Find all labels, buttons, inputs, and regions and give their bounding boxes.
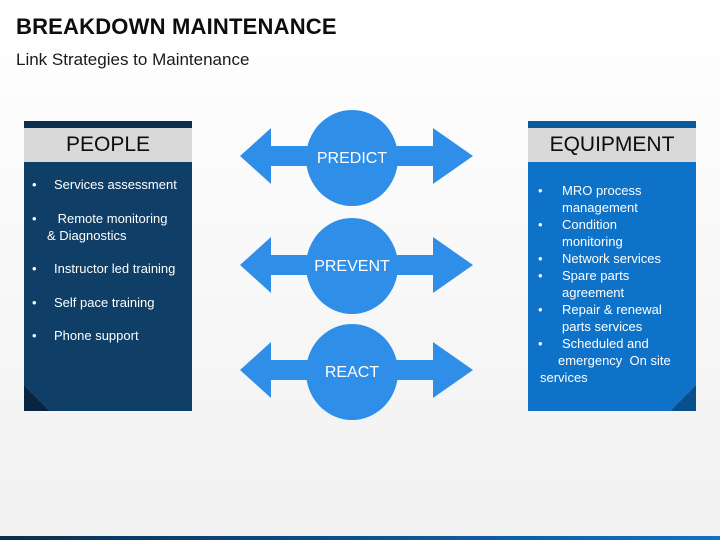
bullet-icon: • [32,261,37,276]
equipment-item-text: agreement [562,285,625,300]
equipment-item-text: Spare parts [562,268,630,283]
people-item-text: & Diagnostics [47,227,127,243]
equipment-item-2: • Condition monitoring [534,216,694,250]
bullet-icon: • [32,328,37,343]
equipment-item-text: Scheduled and [562,336,649,351]
predict-arrow [240,110,473,206]
equipment-item-text: Condition [562,217,617,232]
bullet-icon: • [538,336,543,351]
people-list: • Services assessment • Remote monitorin… [30,176,190,361]
people-item-text: Remote monitoring [54,210,168,226]
prevent-label: PREVENT [314,258,390,275]
equipment-item-3: • Network services [534,250,694,267]
react-arrow [240,324,473,420]
equipment-item-text: management [562,200,638,215]
bottom-accent-bar [0,536,720,540]
equipment-item-text: monitoring [562,234,623,249]
people-panel: PEOPLE • Services assessment • Remote mo… [24,121,192,411]
people-item-3: • Instructor led training [30,260,190,277]
bullet-icon: • [538,302,543,317]
people-item-2: • Remote monitoring & Diagnostics [30,210,190,244]
equipment-item-text: Network services [562,251,661,266]
people-item-text: Self pace training [54,294,155,310]
people-item-text: Instructor led training [54,261,176,276]
people-item-text: Phone support [54,328,139,343]
people-item-1: • Services assessment [30,176,190,193]
people-item-5: • Phone support [30,327,190,344]
people-panel-fold [24,385,50,411]
equipment-panel-fold [670,385,696,411]
people-item-4: • Self pace training [30,294,190,311]
bullet-icon: • [538,251,543,266]
bullet-icon: • [32,210,37,226]
people-panel-topbar [24,121,192,128]
equipment-item-text: MRO process [562,183,642,198]
equipment-item-6: • Scheduled and emergency On site [534,335,694,369]
people-panel-header: PEOPLE [24,128,192,162]
page-title: BREAKDOWN MAINTENANCE [16,14,337,39]
equipment-panel: EQUIPMENT • MRO process management • Con… [528,121,696,411]
bullet-icon: • [538,217,543,232]
bullet-icon: • [538,268,543,283]
bullet-icon: • [32,177,37,192]
equipment-item-trailing: services [534,369,694,386]
equipment-item-5: • Repair & renewal parts services [534,301,694,335]
equipment-item-1: • MRO process management [534,182,694,216]
equipment-panel-topbar [528,121,696,128]
equipment-item-4: • Spare parts agreement [534,267,694,301]
react-label: REACT [324,364,380,381]
predict-label: PREDICT [316,150,388,167]
people-item-text: Services assessment [54,177,177,192]
equipment-item-text: Repair & renewal [562,302,662,317]
page-subtitle: Link Strategies to Maintenance [16,50,250,69]
prevent-arrow [240,218,473,314]
equipment-panel-header: EQUIPMENT [528,128,696,162]
equipment-list: • MRO process management • Condition mon… [534,182,694,386]
equipment-item-text: emergency On site [558,353,671,368]
bullet-icon: • [32,294,37,310]
equipment-item-text: services [540,370,588,385]
equipment-item-text: parts services [562,319,643,334]
bullet-icon: • [538,183,543,198]
